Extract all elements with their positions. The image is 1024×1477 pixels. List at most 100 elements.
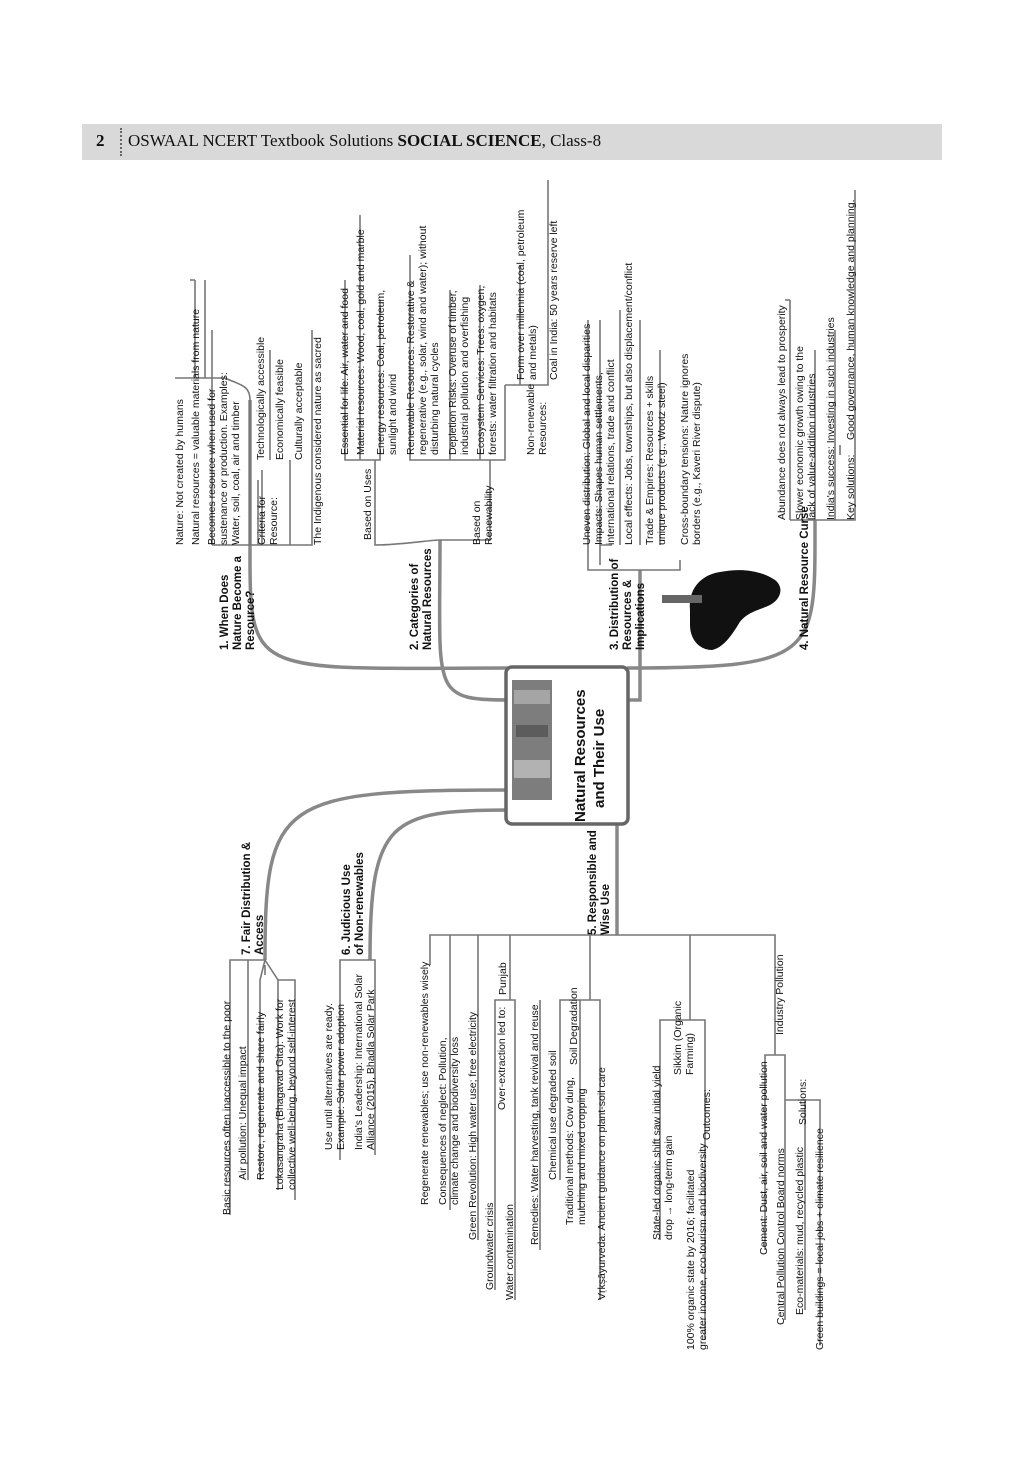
branch6-title-line2: of Non-renewables [354,852,366,955]
b5-industry-pollution: Industry Pollution [774,954,786,1035]
b5-solutions-label: Solutions: [797,1079,809,1125]
branch-2: 2. Categories of Natural Resources Based… [339,180,560,650]
branch5-title-line2: Wise Use [600,884,612,935]
branch3-title-line2: Resources & [622,580,634,650]
page-header: 2 OSWAAL NCERT Textbook Solutions SOCIAL… [82,124,942,160]
b5-cement: Cement: Dust, air, soil and water pollut… [758,1061,770,1255]
b3-local: Local effects: Jobs, townships, but also… [623,263,635,545]
branch1-title-line2: Nature Become a [232,555,244,650]
b5-green-revolution: Green Revolution: High water use; free e… [467,1011,479,1240]
branch-7: 7. Fair Distribution & Access Basic reso… [221,842,298,1215]
b5-chemical: Chemical use degraded soil [547,1050,559,1180]
branch6-connector [368,808,511,961]
b2-form-line1: Form over millennia (coal, petroleum [515,209,527,380]
b4-key-solutions-value: Good governance, human knowledge and pla… [845,199,857,440]
b2-form-line2: and metals) [527,325,539,380]
b5-vrksayurveda: Vṛkṣāyurveda: Ancient guidance on plant-… [596,1067,608,1300]
branch-4: 4. Natural Resource Curse Abundance does… [776,190,857,650]
branch4-connector [626,519,817,670]
b1-nature: Nature: Not created by humans [174,399,186,545]
branch2-title-line2: Natural Resources [422,548,434,650]
branch1-title-line1: 1. When Does [219,575,231,650]
b5-consequences-line2: climate change and biodiversity loss [449,1037,461,1205]
b2-renewable-line2: regenerative (e.g., solar, wind and wate… [417,226,429,455]
b7-lokasangraha-line1: Lokasangraha (Bhagavad Gita): Work for [274,998,286,1190]
b2-material: Material resources: Wood, coal, gold and… [355,229,367,455]
b5-state-line2: drop → long-term gain [663,1135,675,1240]
b3-trade-line1: Trade & Empires: Resources + skills [644,376,656,545]
branch-3: 3. Distribution of Resources & Implicati… [581,263,781,650]
branch5-title-line1: 5. Responsible and [587,830,599,935]
branch2-title-line1: 2. Categories of [409,564,421,650]
branch1-connector [248,400,518,671]
b2-nonrenewable-line2: Resources: [537,402,549,455]
branch6-title-line1: 6. Judicious Use [341,864,353,955]
b7-lokasangraha-line2: collective well-being, beyond self-inter… [286,999,298,1190]
b1-cult: Culturally acceptable [293,362,305,460]
b2-based-on-line2: Renewability [483,485,495,545]
b2-essential: Essential for life: Air, water and food [339,288,351,455]
b2-renewable-line3: disturbing natural cycles [429,342,441,455]
b4-india-success: India's success: Investing in such indus… [825,317,837,520]
header-title-suffix: , Class-8 [541,131,602,150]
b5-traditional-line1: Traditional methods: Cow dung, [564,1077,576,1225]
tower-illustration [662,595,702,603]
central-node: Natural Resources and Their Use [504,665,630,826]
b7-air-pollution: Air pollution: Unequal impact [237,1046,249,1180]
b2-renewable-line1: Renewable Resources: Restorative & [405,280,417,455]
branch3-title-line1: 3. Distribution of [609,558,621,650]
b4-key-solutions-label: Key solutions: [845,455,857,520]
b1-criteria-line2: Resource: [268,497,280,545]
b3-cross-line1: Cross-boundary tensions: Nature ignores [679,354,691,545]
b6-leadership-line2: Alliance (2015), Bhadla Solar Park [365,989,377,1150]
b3-impacts-line2: international relations, trade and confl… [605,359,617,545]
b6-until-line2: Example: Solar power adoption [335,1004,347,1150]
b7-basic: Basic resources often inaccessible to th… [221,1000,233,1215]
b5-groundwater: Groundwater crisis [484,1202,496,1290]
b2-based-on-uses: Based on Uses [362,469,374,540]
b1-natural-resources: Natural resources = valuable materials f… [190,309,202,545]
b2-based-on-line1: Based on [471,500,483,545]
b5-water-contamination: Water contamination [504,1204,516,1300]
b6-until-line1: Use until alternatives are ready. [323,1003,335,1150]
b5-consequences-line1: Consequences of neglect: Pollution, [437,1037,449,1205]
header-title: OSWAAL NCERT Textbook Solutions SOCIAL S… [128,131,601,151]
b3-uneven: Uneven distribution: Global and local di… [581,324,593,545]
b2-energy-line1: Energy resources: Coal, petroleum, [375,290,387,455]
branch4-title: 4. Natural Resource Curse [799,506,811,650]
b4-abundance: Abundance does not always lead to prospe… [776,304,788,520]
header-title-prefix: OSWAAL NCERT Textbook Solutions [128,131,398,150]
branch7-connector [263,788,511,961]
b1-becomes-line2: sustenance or production. Examples: [218,372,230,545]
b5-state-line1: State-led organic shift saw initial yiel… [651,1065,663,1240]
b4-slower-line2: lack of value-addition industries [806,374,818,521]
b5-traditional-line2: mulching and mixed cropping [576,1088,588,1225]
branch7-title-line2: Access [254,915,266,955]
b5-organic-line1: 100% organic state by 2016; facilitated [685,1169,697,1350]
branch3-title-line3: Implications [635,583,647,650]
b5-punjab: Punjab [497,962,509,995]
b2-nonrenewable-line1: Non-renewable [525,384,537,455]
b2-coal: Coal in India: 50 years reserve left [548,221,560,380]
b6-leadership-line1: India's Leadership: International Solar [353,974,365,1150]
b2-ecosystem-line1: Ecosystem Services: Trees: oxygen, [475,286,487,455]
b1-becomes-line3: Water, soil, coal, air and timber [230,401,242,545]
b3-cross-line2: borders (e.g., Kaveri River dispute) [691,382,703,545]
b5-sikkim-line1: Sikkim (Organic [672,1001,684,1075]
b5-outcomes: Outcomes: [701,1089,713,1140]
b5-eco-materials: Eco-materials: mud, recycled plastic [794,1147,806,1315]
header-subject: SOCIAL SCIENCE [397,131,542,150]
b2-energy-line2: sunlight and wind [387,374,399,455]
b2-ecosystem-line2: forests: water filtration and habitats [487,292,499,455]
b5-organic-line2: greater income, eco-tourism and biodiver… [697,1143,709,1350]
branch7-title-line1: 7. Fair Distribution & [241,842,253,955]
b5-sikkim-line2: Farming) [684,1033,696,1075]
central-title-line2: and Their Use [591,709,608,808]
b7-restore: Restore, regenerate and share fairly [255,1011,267,1180]
b5-remedies: Remedies: Water harvesting, tank revival… [529,1004,541,1245]
b1-becomes-line1: Becomes resource when used for [206,388,218,545]
b5-soil-degradation: Soil Degradation [568,987,580,1065]
b1-criteria-line1: Criteria for [256,495,268,545]
branch1-title-line3: Resource? [245,591,257,650]
